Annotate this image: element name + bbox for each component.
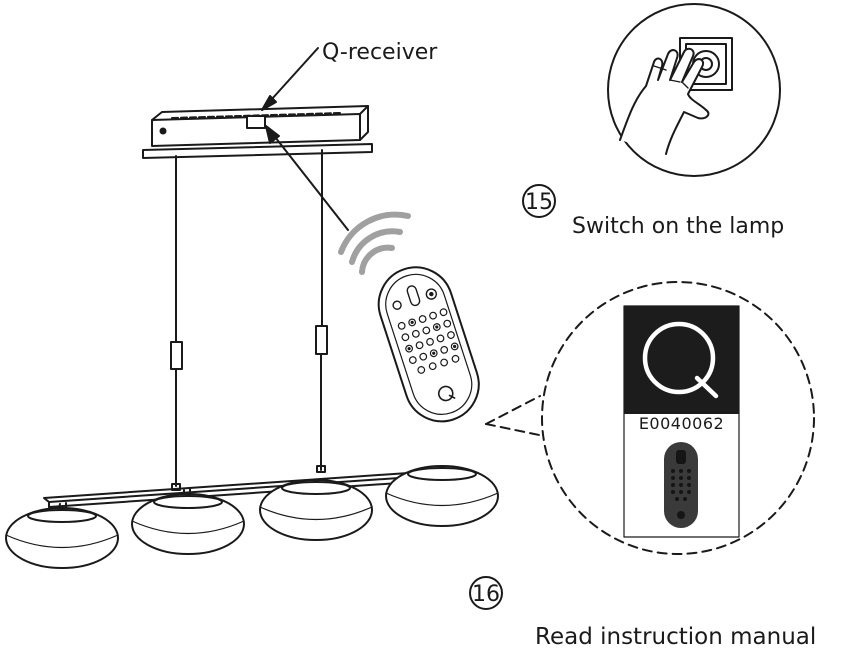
suspension-cables [170, 149, 328, 487]
wireless-signal-icon [338, 211, 411, 275]
lamp-shade-2 [131, 488, 245, 555]
lamp-shade-1 [5, 502, 119, 569]
lamp-shade-3 [259, 479, 373, 541]
product-code-label: E0040062 [638, 414, 725, 433]
lamp-shade-4 [385, 465, 499, 527]
q-receiver-label: Q-receiver [322, 40, 438, 65]
switch-on-label: Switch on the lamp [572, 214, 785, 239]
read-manual-label: Read instruction manual [535, 624, 817, 650]
q-logo-icon [642, 321, 719, 399]
card-remote-image [664, 442, 698, 528]
switch-on-illustration [607, 3, 781, 177]
step-16-badge: 16 [469, 576, 503, 610]
q-receiver-pointer [261, 47, 349, 231]
ceiling-canopy [142, 105, 373, 159]
step-15-badge: 15 [522, 184, 556, 218]
hand-icon [619, 47, 710, 155]
remote-control [377, 266, 480, 423]
callout-lines [485, 281, 815, 555]
